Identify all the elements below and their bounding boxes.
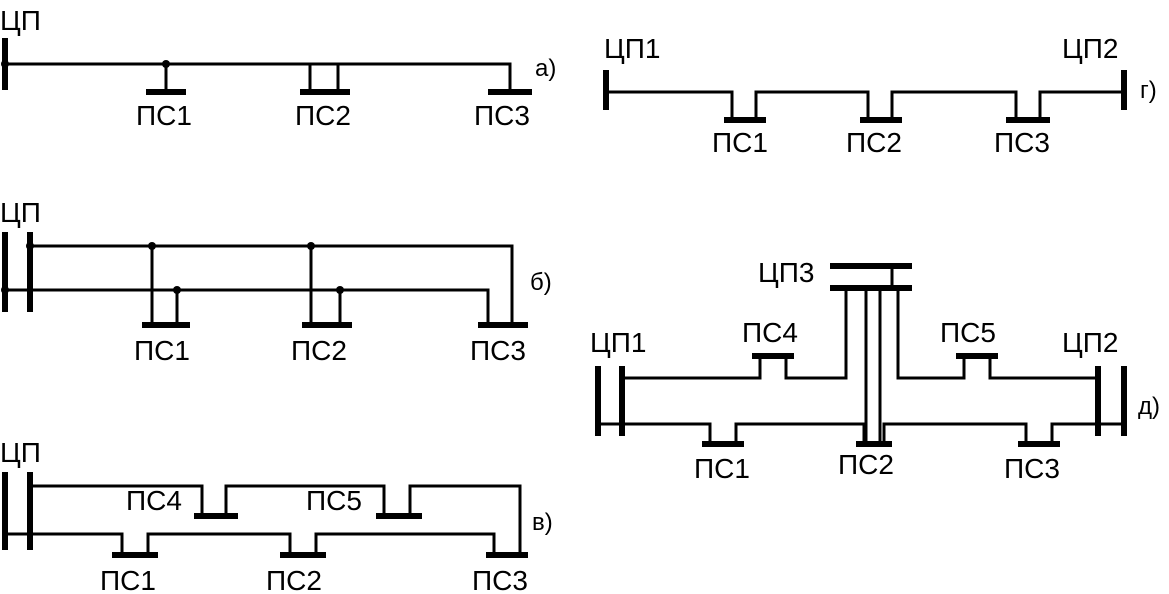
- diagram-d-caption: д): [1138, 393, 1160, 420]
- diagram-a-ps3-label: ПС3: [474, 100, 530, 131]
- diagram-v-ps4-label: ПС4: [126, 485, 182, 516]
- diagram-v-ps1-label: ПС1: [100, 565, 156, 594]
- diagram-g-source2-label: ЦП2: [1062, 33, 1118, 64]
- diagram-a: ЦП ПС1 ПС2 ПС3 а): [0, 5, 556, 131]
- diagram-b-ps3-label: ПС3: [470, 335, 526, 366]
- diagram-d: ЦП3 ЦП1 ЦП2 ПС4 ПС5 ПС1 ПС2 ПС3 д): [590, 257, 1160, 484]
- diagram-a-caption: а): [535, 55, 556, 82]
- diagram-v: ЦП ПС4 ПС5 ПС1 ПС2 ПС3 в): [0, 437, 553, 594]
- diagram-v-caption: в): [532, 509, 553, 536]
- diagram-g-ps3-label: ПС3: [994, 127, 1050, 158]
- diagram-a-ps1-label: ПС1: [136, 100, 192, 131]
- diagram-v-ps3-label: ПС3: [472, 565, 528, 594]
- diagram-b-source-label: ЦП: [0, 197, 41, 228]
- diagram-b-ps1-label: ПС1: [134, 335, 190, 366]
- diagram-b: ЦП ПС1 ПС2 ПС3 б): [0, 197, 552, 366]
- diagram-d-ps1-label: ПС1: [694, 453, 750, 484]
- diagram-a-source-node: [1, 60, 9, 68]
- diagram-d-source1-label: ЦП1: [590, 327, 646, 358]
- diagram-d-source2-label: ЦП2: [1062, 327, 1118, 358]
- diagram-a-ps2-label: ПС2: [295, 100, 351, 131]
- diagram-g-caption: г): [1140, 77, 1157, 104]
- diagram-g-ps1-label: ПС1: [712, 127, 768, 158]
- diagram-d-ps4-label: ПС4: [742, 317, 798, 348]
- diagram-d-ps3-label: ПС3: [1004, 453, 1060, 484]
- diagram-v-ps5-label: ПС5: [306, 485, 362, 516]
- diagram-b-ps2-label: ПС2: [291, 335, 347, 366]
- diagram-v-source-label: ЦП: [0, 437, 41, 468]
- diagram-g-ps2-label: ПС2: [846, 127, 902, 158]
- diagram-a-source-label: ЦП: [0, 5, 41, 36]
- diagram-d-ps2-label: ПС2: [838, 449, 894, 480]
- diagram-v-ps2-label: ПС2: [266, 565, 322, 594]
- diagram-g-source1-label: ЦП1: [604, 33, 660, 64]
- diagram-g: ЦП1 ЦП2 ПС1 ПС2 ПС3 г): [603, 33, 1157, 158]
- diagram-d-ps5-label: ПС5: [940, 317, 996, 348]
- diagram-d-source3-label: ЦП3: [758, 257, 814, 288]
- diagram-b-caption: б): [530, 269, 552, 296]
